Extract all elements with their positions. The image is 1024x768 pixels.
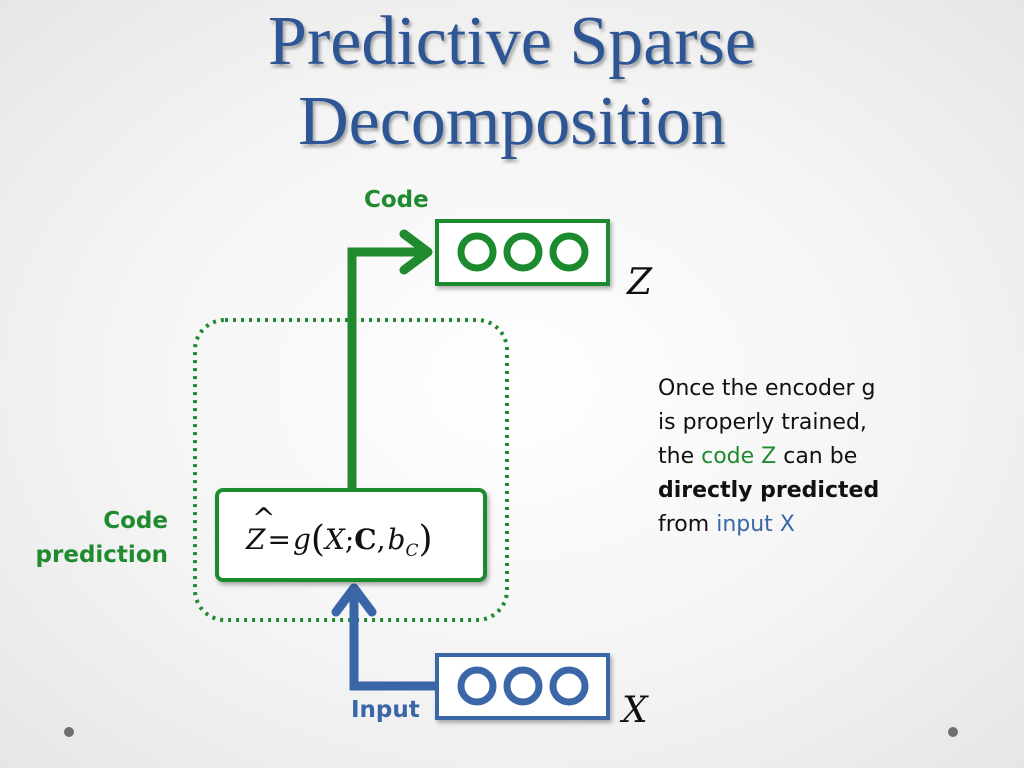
description-line2: is properly trained, xyxy=(658,410,867,435)
eq-c: C xyxy=(354,523,376,556)
input-arrow xyxy=(349,594,437,691)
slide-title-line2: Decomposition xyxy=(298,83,726,160)
description-line3: the code Z can be xyxy=(658,440,988,474)
description-line4: directly predicted xyxy=(658,478,880,503)
description-code-z: code Z xyxy=(701,444,777,469)
eq-close-paren: ) xyxy=(418,519,432,560)
slide-title-line1: Predictive Sparse xyxy=(268,3,756,80)
eq-equals: = xyxy=(267,523,290,556)
input-arrow-head xyxy=(331,583,377,617)
code-arrow-head xyxy=(399,229,433,275)
code-unit-1 xyxy=(457,232,497,272)
eq-b: b xyxy=(388,523,406,556)
input-vector-box xyxy=(435,653,610,720)
eq-x: X xyxy=(323,523,346,556)
code-variable-z: Z xyxy=(626,262,653,303)
input-unit-1 xyxy=(457,666,497,706)
code-prediction-label-line1: Code xyxy=(103,508,168,534)
input-variable-x: X xyxy=(619,690,649,731)
eq-open-paren: ( xyxy=(311,519,325,560)
eq-z-hat: ^ xyxy=(252,502,275,535)
encoder-equation: Z=g(X;C,bC) xyxy=(245,519,433,561)
input-unit-2 xyxy=(503,666,543,706)
code-unit-2 xyxy=(503,232,543,272)
description-text: Once the encoder g is properly trained, … xyxy=(658,372,988,542)
code-prediction-label-line2: prediction xyxy=(36,542,168,568)
eq-g: g xyxy=(293,523,311,556)
slide-corner-dot-left xyxy=(64,727,74,737)
description-line5-a: from xyxy=(658,512,717,537)
slide-corner-dot-right xyxy=(948,727,958,737)
eq-comma: , xyxy=(377,523,386,556)
code-unit-3 xyxy=(549,232,589,272)
description-line3-c: can be xyxy=(776,444,858,469)
eq-b-subscript: C xyxy=(405,541,418,561)
description-line1: Once the encoder g xyxy=(658,376,876,401)
code-arrow xyxy=(347,247,422,490)
input-unit-3 xyxy=(549,666,589,706)
description-input-x: input X xyxy=(716,512,795,537)
eq-semicolon: ; xyxy=(345,523,354,556)
code-vector-box xyxy=(435,219,610,286)
eq-z: Z xyxy=(245,523,266,556)
slide-title: Predictive Sparse Decomposition xyxy=(0,2,1024,162)
input-label: Input xyxy=(351,697,420,723)
description-line5: from input X xyxy=(658,508,988,542)
code-label: Code xyxy=(364,187,429,213)
encoder-equation-box xyxy=(215,488,487,582)
description-line3-a: the xyxy=(658,444,702,469)
